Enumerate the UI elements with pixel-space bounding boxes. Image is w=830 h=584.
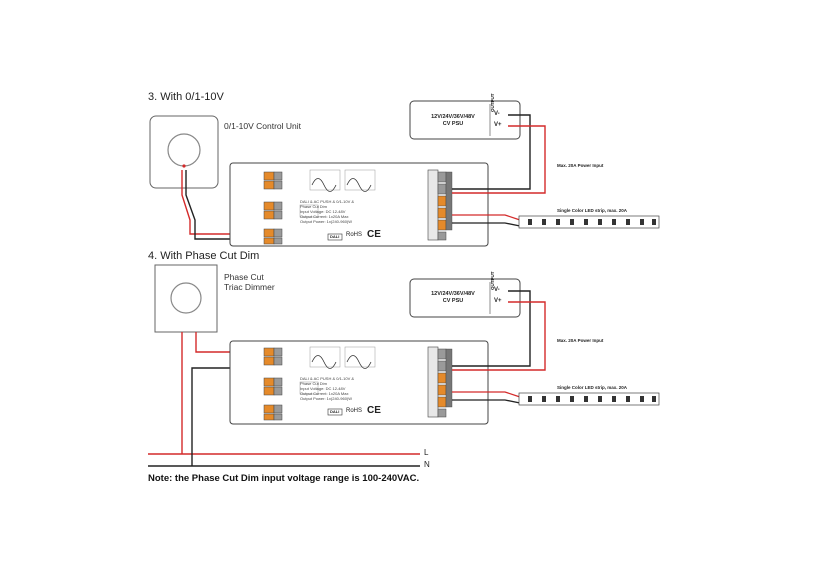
line-N-label: N <box>424 460 430 469</box>
module-3-line1: DALI & AC PUSH & 0/1-10V & <box>300 199 355 204</box>
strip-wire-3a <box>452 214 521 221</box>
strip-wire-4b <box>452 399 521 404</box>
section-4-title: 4. With Phase Cut Dim <box>148 250 260 262</box>
rohs-4: RoHS <box>346 408 363 414</box>
module-4-info: DALI & AC PUSH & 0/1-10V & Phase Cut Dim… <box>300 376 354 401</box>
power-input-label-4: Max. 20A Power Input <box>557 338 604 343</box>
control-knob <box>167 133 201 167</box>
dali-logo-4: DALI <box>330 409 340 414</box>
psu-4-line2: CV PSU <box>442 298 464 304</box>
strip-wire-3b <box>452 222 521 227</box>
psu-wire-black-4 <box>452 290 531 367</box>
psu-4-vplus: V+ <box>494 298 502 304</box>
strip-label-3: Single Color LED strip, max. 20A <box>557 208 628 213</box>
psu-3-line1: 12V/24V/36V/48V <box>431 114 475 120</box>
strip-label-4: Single Color LED strip, max. 20A <box>557 385 628 390</box>
psu-4-vminus: V- <box>494 287 500 293</box>
strip-wire-4a <box>452 391 521 398</box>
module-3-line3: Input Voltage: DC 12-48V <box>300 209 346 214</box>
driver-module-3 <box>229 162 489 247</box>
led-strip-4 <box>518 392 660 406</box>
right-terminals-3 <box>427 169 453 241</box>
control-wire-red <box>181 170 270 235</box>
psu-wire-red-3 <box>452 125 546 194</box>
control-unit-label: 0/1-10V Control Unit <box>224 121 302 131</box>
dali-logo-3: DALI <box>330 234 340 239</box>
ce-mark-3: CE <box>367 229 381 240</box>
module-3-line4: Output Current: 1x20A Max <box>300 214 349 219</box>
psu-3-output: OUTPUT <box>490 93 495 113</box>
module-3-info: DALI & AC PUSH & 0/1-10V & Phase Cut Dim… <box>300 199 354 224</box>
power-input-label-3: Max. 20A Power Input <box>557 163 604 168</box>
dimmer-label-1: Phase Cut <box>224 272 264 282</box>
phase-cut-note: Note: the Phase Cut Dim input voltage ra… <box>148 473 420 484</box>
psu-3-line2: CV PSU <box>442 121 464 127</box>
left-terminals-4 <box>263 347 283 421</box>
psu-wire-red-4 <box>452 301 546 371</box>
module-4-line1: DALI & AC PUSH & 0/1-10V & <box>300 376 355 381</box>
module-3-line2: Phase Cut Dim <box>300 204 327 209</box>
right-terminals-4 <box>427 346 453 418</box>
psu-4-label: 12V/24V/36V/48V CV PSU <box>418 291 488 305</box>
left-terminals-3 <box>263 171 283 245</box>
psu-3-vminus: V- <box>494 111 500 117</box>
dimmer-label-2: Triac Dimmer <box>224 282 275 292</box>
module-3-line5: Output Power: 1x(240-960)W <box>300 219 353 224</box>
ce-mark-4: CE <box>367 405 381 416</box>
module-4-line2: Phase Cut Dim <box>300 381 327 386</box>
psu-box-3 <box>409 100 521 140</box>
rohs-3: RoHS <box>346 232 363 238</box>
psu-box-4 <box>409 278 521 318</box>
psu-3-vplus: V+ <box>494 122 502 128</box>
psu-4-line1: 12V/24V/36V/48V <box>431 291 475 297</box>
psu-wire-black-3 <box>452 114 531 190</box>
section-3-title: 3. With 0/1-10V <box>148 91 224 103</box>
module-4-line3: Input Voltage: DC 12-48V <box>300 386 346 391</box>
psu-3-label: 12V/24V/36V/48V CV PSU <box>418 114 488 128</box>
led-strip-3 <box>518 215 660 229</box>
line-L-label: L <box>424 448 429 457</box>
module-4-line5: Output Power: 1x(240-960)W <box>300 396 353 401</box>
module-4-line4: Output Current: 1x20A Max <box>300 391 349 396</box>
driver-module-4 <box>229 340 489 425</box>
control-wire-black <box>185 170 270 240</box>
